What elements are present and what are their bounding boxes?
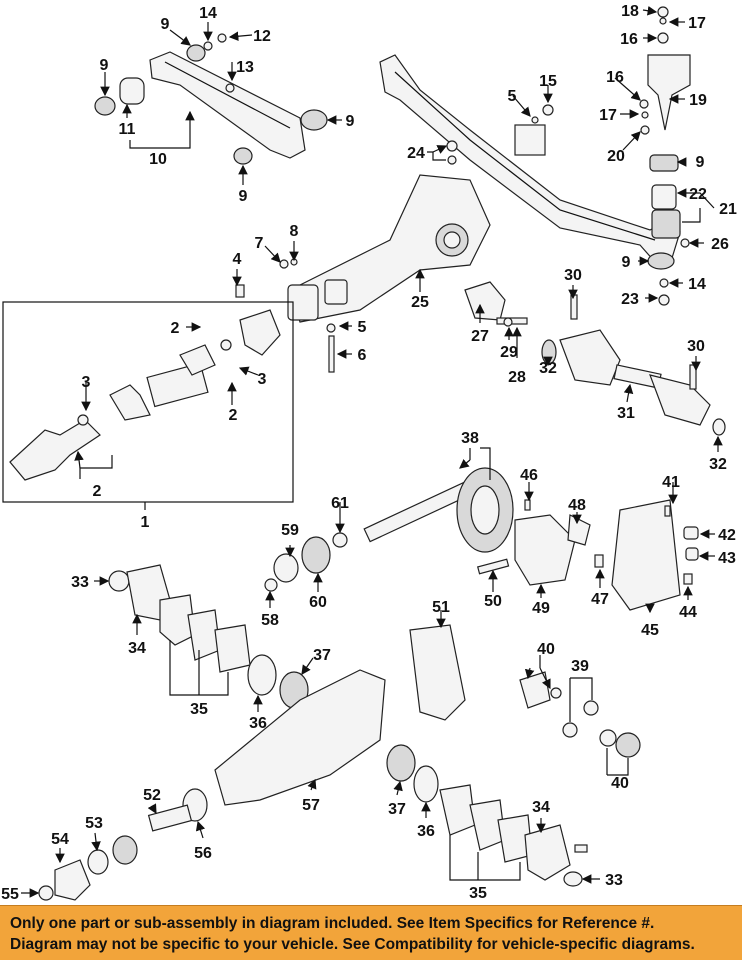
callout-40: 40 [611,775,629,792]
callout-41: 41 [662,474,680,491]
callout-16: 16 [620,31,638,48]
callout-50: 50 [484,593,502,610]
callout-35: 35 [469,885,487,902]
rear-subframe [379,6,691,306]
callout-45: 45 [641,622,659,639]
callout-9: 9 [696,154,705,171]
callout-9: 9 [622,254,631,271]
callout-30: 30 [564,267,582,284]
callout-60: 60 [309,594,327,611]
driveshaft-assembly [2,301,294,503]
callout-8: 8 [290,223,299,240]
callout-9: 9 [100,57,109,74]
callout-43: 43 [718,550,736,567]
disclaimer-line-1: Only one part or sub-assembly in diagram… [10,915,655,932]
callout-59: 59 [281,522,299,539]
callout-3: 3 [258,371,267,388]
callout-55: 55 [1,886,19,903]
callout-56: 56 [194,845,212,862]
disclaimer-banner: Only one part or sub-assembly in diagram… [0,905,742,960]
differential-internals [264,467,699,611]
callout-10: 10 [149,151,167,168]
callout-2: 2 [229,407,238,424]
callout-17: 17 [599,107,617,124]
parts-diagram: 1 2 2 2 3 3 4 5 5 6 7 8 9 9 9 9 9 9 10 1… [1,3,737,903]
callout-38: 38 [461,430,479,447]
upper-link-arm [94,33,328,165]
callout-31: 31 [617,405,635,422]
callout-51: 51 [432,599,450,616]
callout-9: 9 [161,16,170,33]
callout-61: 61 [331,495,349,512]
callout-33: 33 [71,574,89,591]
callout-15: 15 [539,73,557,90]
callout-47: 47 [591,591,609,608]
callout-28: 28 [508,369,526,386]
callout-30: 30 [687,338,705,355]
callout-2: 2 [93,483,102,500]
callout-52: 52 [143,787,161,804]
callout-33: 33 [605,872,623,889]
callout-27: 27 [471,328,489,345]
callout-40: 40 [537,641,555,658]
callout-25: 25 [411,294,429,311]
callout-14: 14 [199,5,217,22]
callout-9: 9 [346,113,355,130]
callout-11: 11 [119,121,136,138]
disclaimer-line-2: Diagram may not be specific to your vehi… [10,936,695,953]
callout-2: 2 [171,320,180,337]
callout-37: 37 [313,647,331,664]
differential-housing-assembly [38,564,641,901]
callout-18: 18 [621,3,639,20]
callout-57: 57 [302,797,320,814]
callout-32: 32 [709,456,727,473]
callout-34: 34 [532,799,550,816]
callout-48: 48 [568,497,586,514]
callout-49: 49 [532,600,550,617]
callout-6: 6 [358,347,367,364]
callout-1: 1 [141,514,150,531]
callout-19: 19 [689,92,707,109]
callout-26: 26 [711,236,729,253]
callout-46: 46 [520,467,538,484]
callout-21: 21 [719,201,737,218]
callout-53: 53 [85,815,103,832]
callout-34: 34 [128,640,146,657]
callout-14: 14 [688,276,706,293]
callout-4: 4 [233,251,242,268]
callout-22: 22 [689,186,707,203]
leader-lines [21,5,723,898]
callout-54: 54 [51,831,69,848]
callout-9: 9 [239,188,248,205]
callout-24: 24 [407,145,425,162]
callout-13: 13 [236,59,254,76]
differential-carrier-assembly [235,174,491,373]
callout-35: 35 [190,701,208,718]
callout-44: 44 [679,604,697,621]
callout-3: 3 [82,374,91,391]
callout-5: 5 [508,88,517,105]
callout-37: 37 [388,801,406,818]
callout-32: 32 [539,360,557,377]
callout-labels: 1 2 2 2 3 3 4 5 5 6 7 8 9 9 9 9 9 9 10 1… [1,3,737,903]
callout-12: 12 [253,28,271,45]
callout-42: 42 [718,527,736,544]
callout-20: 20 [607,148,625,165]
callout-16: 16 [606,69,624,86]
callout-7: 7 [255,235,264,252]
callout-39: 39 [571,658,589,675]
callout-58: 58 [261,612,279,629]
callout-36: 36 [249,715,267,732]
callout-29: 29 [500,344,518,361]
callout-23: 23 [621,291,639,308]
callout-17: 17 [688,15,706,32]
callout-36: 36 [417,823,435,840]
callout-5: 5 [358,319,367,336]
